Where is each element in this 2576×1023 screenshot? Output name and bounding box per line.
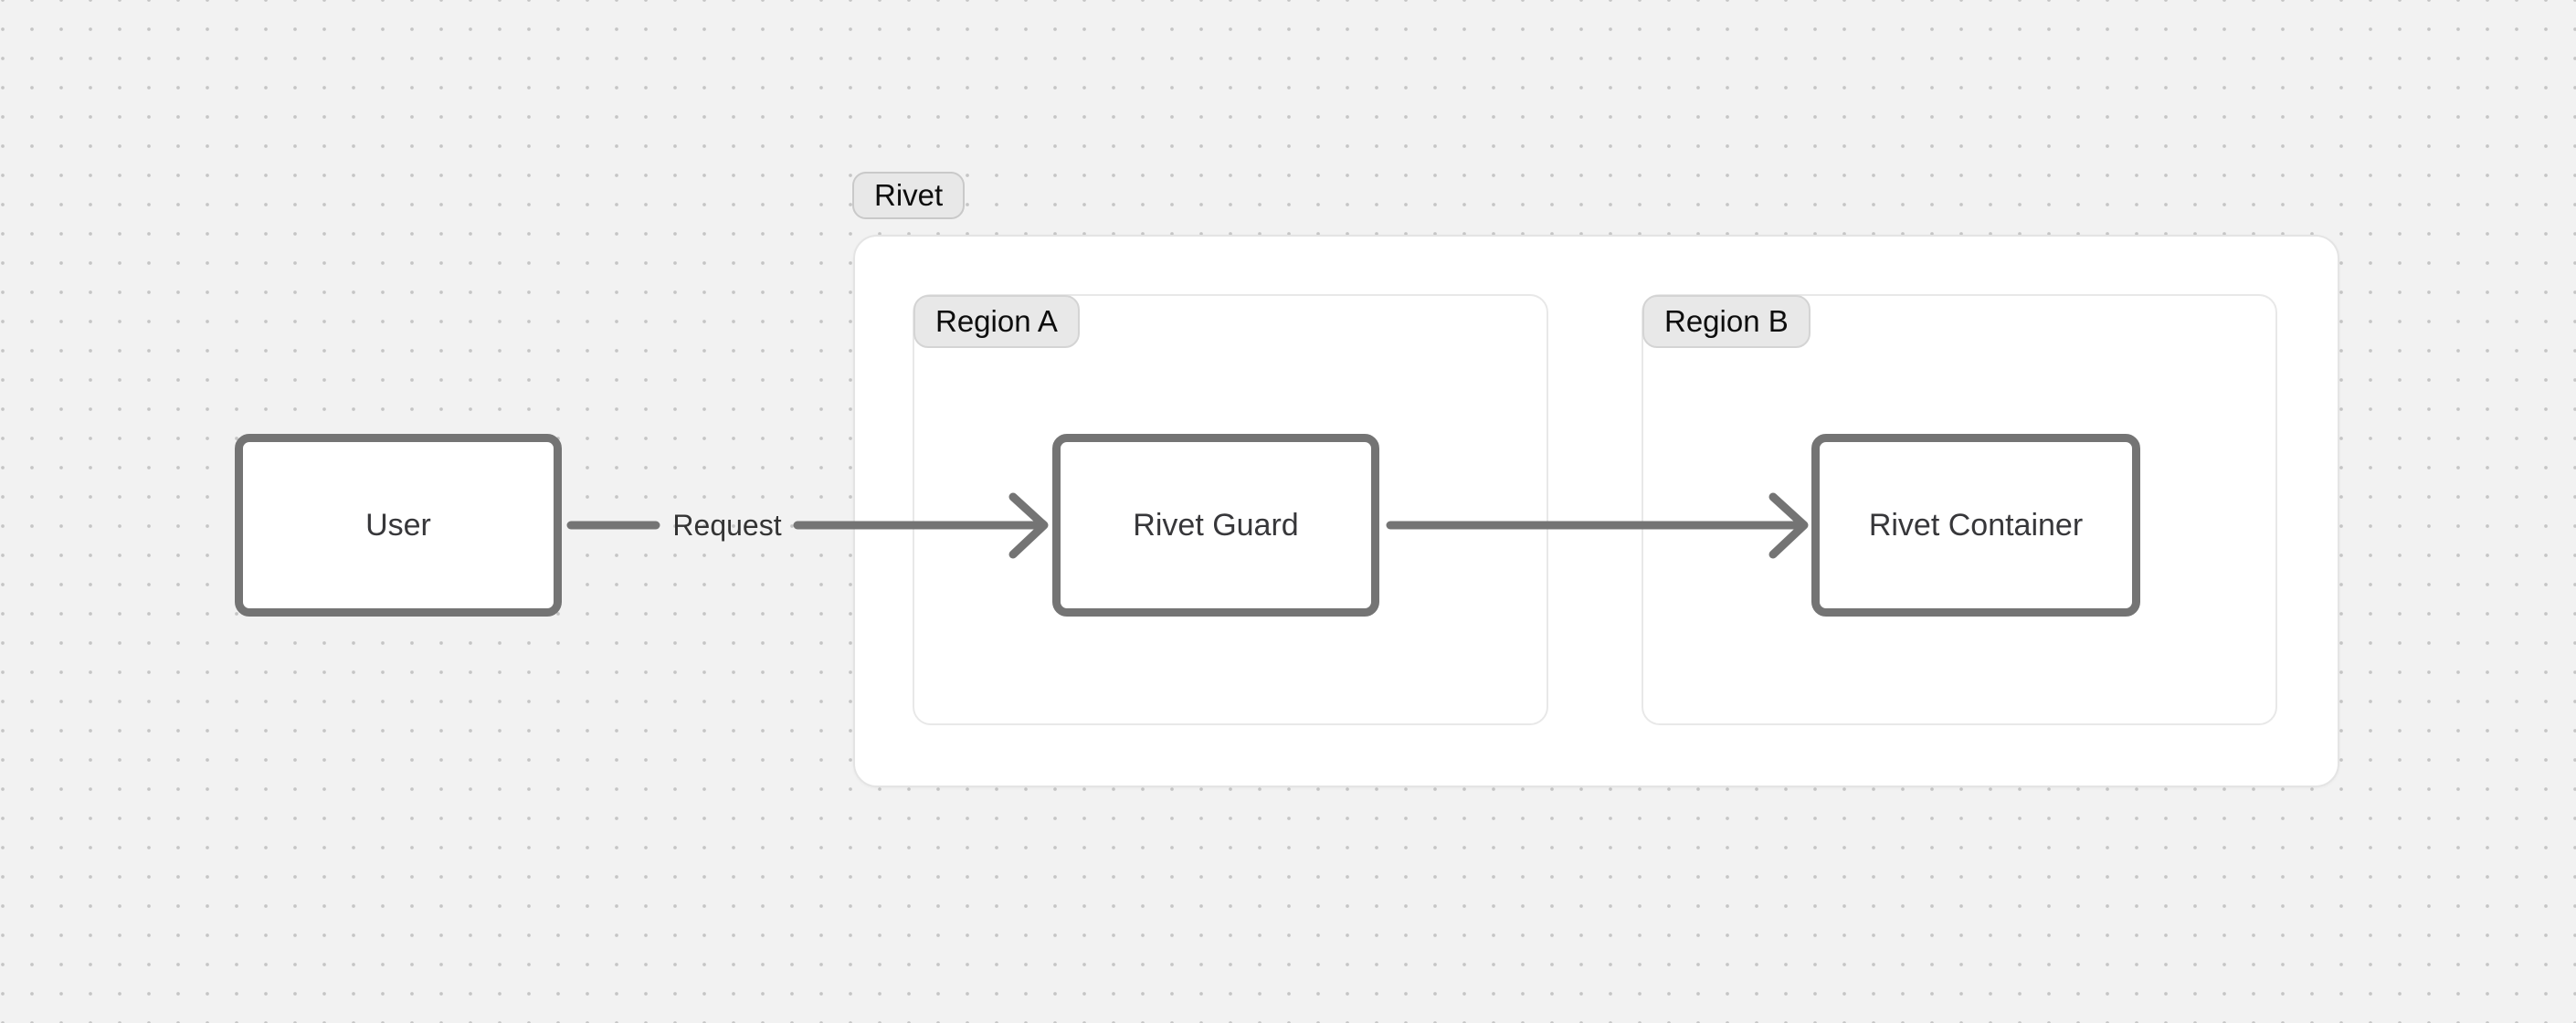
- region-a-label: Region A: [913, 295, 1080, 348]
- edge-request-label: Request: [672, 509, 782, 542]
- rivet-group-label: Rivet: [852, 172, 966, 219]
- node-rivet-guard: Rivet Guard: [1052, 434, 1379, 617]
- node-rivet-container-label: Rivet Container: [1868, 507, 2084, 543]
- node-user: User: [235, 434, 562, 617]
- node-user-label: User: [365, 507, 431, 543]
- node-rivet-container: Rivet Container: [1811, 434, 2140, 617]
- node-rivet-guard-label: Rivet Guard: [1133, 507, 1299, 543]
- region-b-label: Region B: [1642, 295, 1811, 348]
